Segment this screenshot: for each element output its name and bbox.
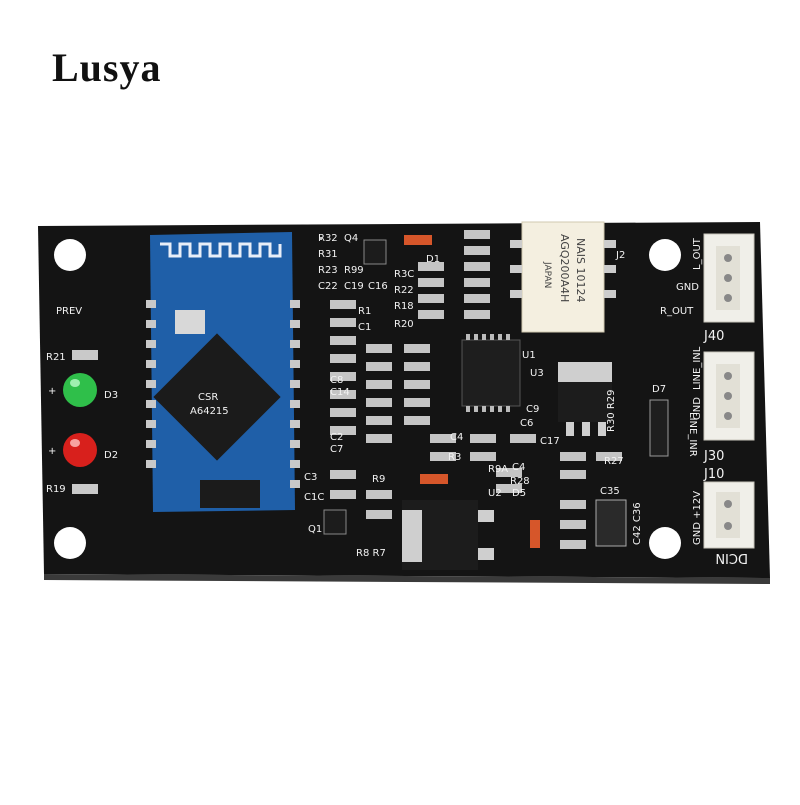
mounting-hole <box>54 527 86 559</box>
chip-marking: CSR <box>198 392 218 403</box>
label-c3: C3 <box>304 472 317 483</box>
bluetooth-chip <box>153 333 281 461</box>
regulator-u2 <box>402 500 494 570</box>
label-j40: J40 <box>703 329 724 344</box>
label-d1: D1 <box>426 254 440 265</box>
label-q1: Q1 <box>308 524 322 535</box>
label-c17: C17 <box>540 436 560 447</box>
header-j30 <box>703 351 755 441</box>
ic-u1-pins <box>466 334 510 412</box>
label-r3: R3 <box>448 452 461 463</box>
label-r19: R19 <box>46 484 66 495</box>
label-plus: + <box>48 386 56 397</box>
label-c6: C6 <box>520 418 533 429</box>
label-u1: U1 <box>522 350 536 361</box>
brand-logo-text: Lusya <box>52 45 162 90</box>
module-pads-right <box>290 300 300 488</box>
transistor-q1 <box>323 509 347 535</box>
label-c35: C35 <box>600 486 620 497</box>
smd-components <box>320 230 622 549</box>
module-pads-left <box>146 300 156 468</box>
label-c14: C14 <box>330 387 350 398</box>
label-gnd-j30: GND <box>692 397 703 420</box>
label-line-inr: LINE_INR <box>687 412 698 457</box>
label-gnd-j40: GND <box>676 282 699 293</box>
label-c2: C2 <box>330 432 343 443</box>
led-red <box>63 433 97 467</box>
resistor <box>72 350 98 360</box>
header-j10 <box>703 481 755 549</box>
label-l-out: L_OUT <box>692 237 703 270</box>
label-c42-c36: C42 C36 <box>632 502 643 545</box>
label-j10: J10 <box>703 467 724 482</box>
capacitor-c35 <box>595 499 627 547</box>
mounting-hole <box>54 239 86 271</box>
label-r28: R28 <box>510 476 530 487</box>
label-c19: C19 <box>344 281 364 292</box>
label-d2: D2 <box>104 450 118 461</box>
diode-d1 <box>404 235 432 245</box>
relay-marking: AGQ200A4H <box>558 234 571 302</box>
label-q4: Q4 <box>344 233 358 244</box>
label-c16: C16 <box>368 281 388 292</box>
label-r3c: R3C <box>394 269 414 280</box>
diode <box>420 474 448 484</box>
label-r9a: R9A <box>488 464 508 475</box>
led-green <box>63 373 97 407</box>
label-r9: R9 <box>372 474 385 485</box>
label-c1: C1 <box>358 322 371 333</box>
relay: NAIS 10124 AGQ200A4H JAPAN <box>510 221 616 333</box>
crystal <box>175 310 205 334</box>
antenna-trace <box>160 242 282 258</box>
label-u3: U3 <box>530 368 544 379</box>
label-c7: C7 <box>330 444 343 455</box>
label-c22: C22 <box>318 281 338 292</box>
label-c9: C9 <box>526 404 539 415</box>
label-d3: D3 <box>104 390 118 401</box>
label-r8-r7: R8 R7 <box>356 548 386 559</box>
bluetooth-module: CSR A64215 <box>146 232 300 512</box>
label-j30: J30 <box>703 449 724 464</box>
label-r1: R1 <box>358 306 371 317</box>
label-dcin: DCIN <box>715 550 748 565</box>
label-r30-r29: R30 R29 <box>606 389 617 432</box>
chip-marking: A64215 <box>190 406 229 417</box>
label-r21: R21 <box>46 352 66 363</box>
label-u2: U2 <box>488 488 502 499</box>
label-c10: C1C <box>304 492 324 503</box>
relay-marking: JAPAN <box>542 261 552 288</box>
diode <box>530 520 540 548</box>
label-r-out: R_OUT <box>660 306 694 317</box>
label-c4b: C4 <box>512 462 525 473</box>
mounting-hole <box>649 239 681 271</box>
transistor-q4 <box>363 239 387 265</box>
label-c8: C8 <box>330 375 343 386</box>
label-r31: R31 <box>318 249 338 260</box>
label-r23: R23 <box>318 265 338 276</box>
regulator-u3 <box>558 362 612 436</box>
label-r32: R32 <box>318 233 338 244</box>
resistor <box>72 484 98 494</box>
label-prev: PREV <box>56 306 82 317</box>
label-r22: R22 <box>394 285 414 296</box>
label-r99: R99 <box>344 265 364 276</box>
mounting-hole <box>649 527 681 559</box>
relay-marking: NAIS 10124 <box>574 238 587 302</box>
header-j40 <box>703 233 755 323</box>
label-plus: + <box>48 446 56 457</box>
label-gnd-12v: GND +12V <box>692 491 703 545</box>
label-d7: D7 <box>652 384 666 395</box>
label-r18: R18 <box>394 301 414 312</box>
label-c4: C4 <box>450 432 463 443</box>
label-d5: D5 <box>512 488 526 499</box>
module-chip-small <box>200 480 260 508</box>
label-j2: J2 <box>615 250 625 261</box>
ic-u1 <box>461 339 521 407</box>
label-line-inl: LINE_INL <box>692 346 703 390</box>
diode-d7 <box>649 399 669 457</box>
label-r27: R27 <box>604 456 624 467</box>
label-r20: R20 <box>394 319 414 330</box>
